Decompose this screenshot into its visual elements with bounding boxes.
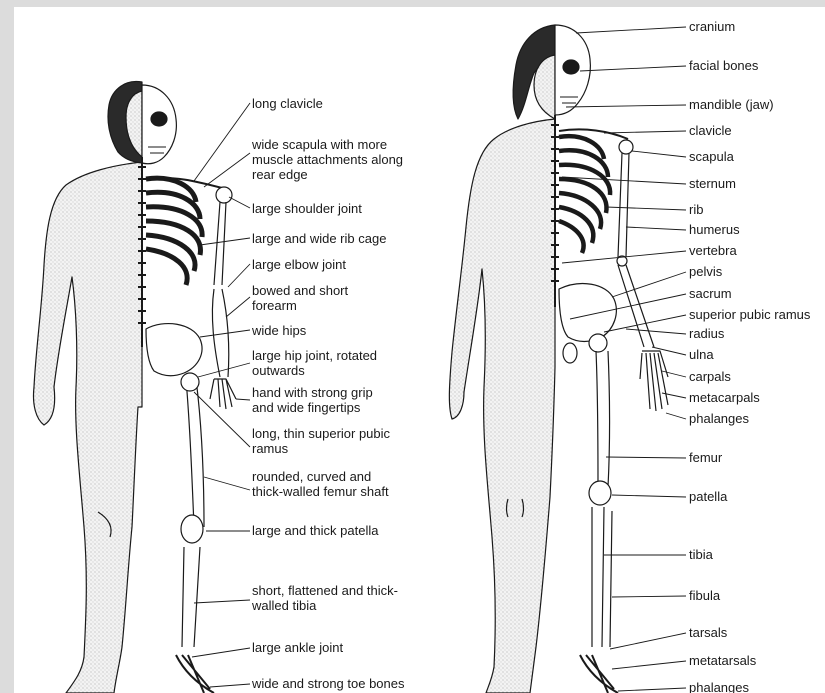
label-vertebra: vertebra (689, 243, 737, 258)
label-wide-scapula: wide scapula with more muscle attachment… (252, 137, 403, 182)
label-scapula: scapula (689, 149, 734, 164)
label-clavicle: clavicle (689, 123, 732, 138)
label-superior-pubic-ramus: superior pubic ramus (689, 307, 810, 322)
label-large-shoulder-joint: large shoulder joint (252, 201, 362, 216)
label-sacrum: sacrum (689, 286, 732, 301)
label-mandible: mandible (jaw) (689, 97, 774, 112)
right-figure-rib-cage (559, 136, 610, 253)
label-large-elbow-joint: large elbow joint (252, 257, 346, 272)
label-phalanges-hand: phalanges (689, 411, 749, 426)
label-large-hip-joint: large hip joint, rotated outwards (252, 348, 377, 378)
label-flattened-tibia: short, flattened and thick- walled tibia (252, 583, 398, 613)
label-femur: femur (689, 450, 722, 465)
right-figure-drawing (449, 25, 668, 693)
label-large-wide-rib-cage: large and wide rib cage (252, 231, 386, 246)
label-ulna: ulna (689, 347, 714, 362)
label-tibia: tibia (689, 547, 713, 562)
left-figure-drawing (33, 81, 236, 693)
right-figure-flesh-half (449, 119, 555, 693)
label-hand-strong-grip: hand with strong grip and wide fingertip… (252, 385, 373, 415)
label-tarsals: tarsals (689, 625, 727, 640)
label-fibula: fibula (689, 588, 720, 603)
label-bowed-short-forearm: bowed and short forearm (252, 283, 348, 313)
label-large-ankle-joint: large ankle joint (252, 640, 343, 655)
label-wide-hips: wide hips (252, 323, 306, 338)
right-figure-pelvis (559, 284, 616, 342)
diagram-page: long clavicle wide scapula with more mus… (14, 7, 825, 693)
left-figure-pelvis (146, 324, 202, 376)
right-figure-eye-socket (563, 60, 579, 74)
label-large-thick-patella: large and thick patella (252, 523, 378, 538)
left-figure-rib-cage (146, 178, 202, 285)
label-metacarpals: metacarpals (689, 390, 760, 405)
label-metatarsals: metatarsals (689, 653, 756, 668)
label-femur-shaft: rounded, curved and thick-walled femur s… (252, 469, 389, 499)
label-facial-bones: facial bones (689, 58, 758, 73)
left-figure-eye-socket (151, 112, 167, 126)
right-leader-lines (562, 27, 686, 691)
label-rib: rib (689, 202, 703, 217)
label-wide-toe-bones: wide and strong toe bones (252, 676, 405, 691)
label-humerus: humerus (689, 222, 740, 237)
left-figure-flesh-half (33, 162, 142, 693)
label-superior-pubic-ramus-long: long, thin superior pubic ramus (252, 426, 390, 456)
label-phalanges-foot: phalanges (689, 680, 749, 693)
label-patella: patella (689, 489, 727, 504)
label-carpals: carpals (689, 369, 731, 384)
label-radius: radius (689, 326, 724, 341)
label-cranium: cranium (689, 19, 735, 34)
label-pelvis: pelvis (689, 264, 722, 279)
label-long-clavicle: long clavicle (252, 96, 323, 111)
label-sternum: sternum (689, 176, 736, 191)
